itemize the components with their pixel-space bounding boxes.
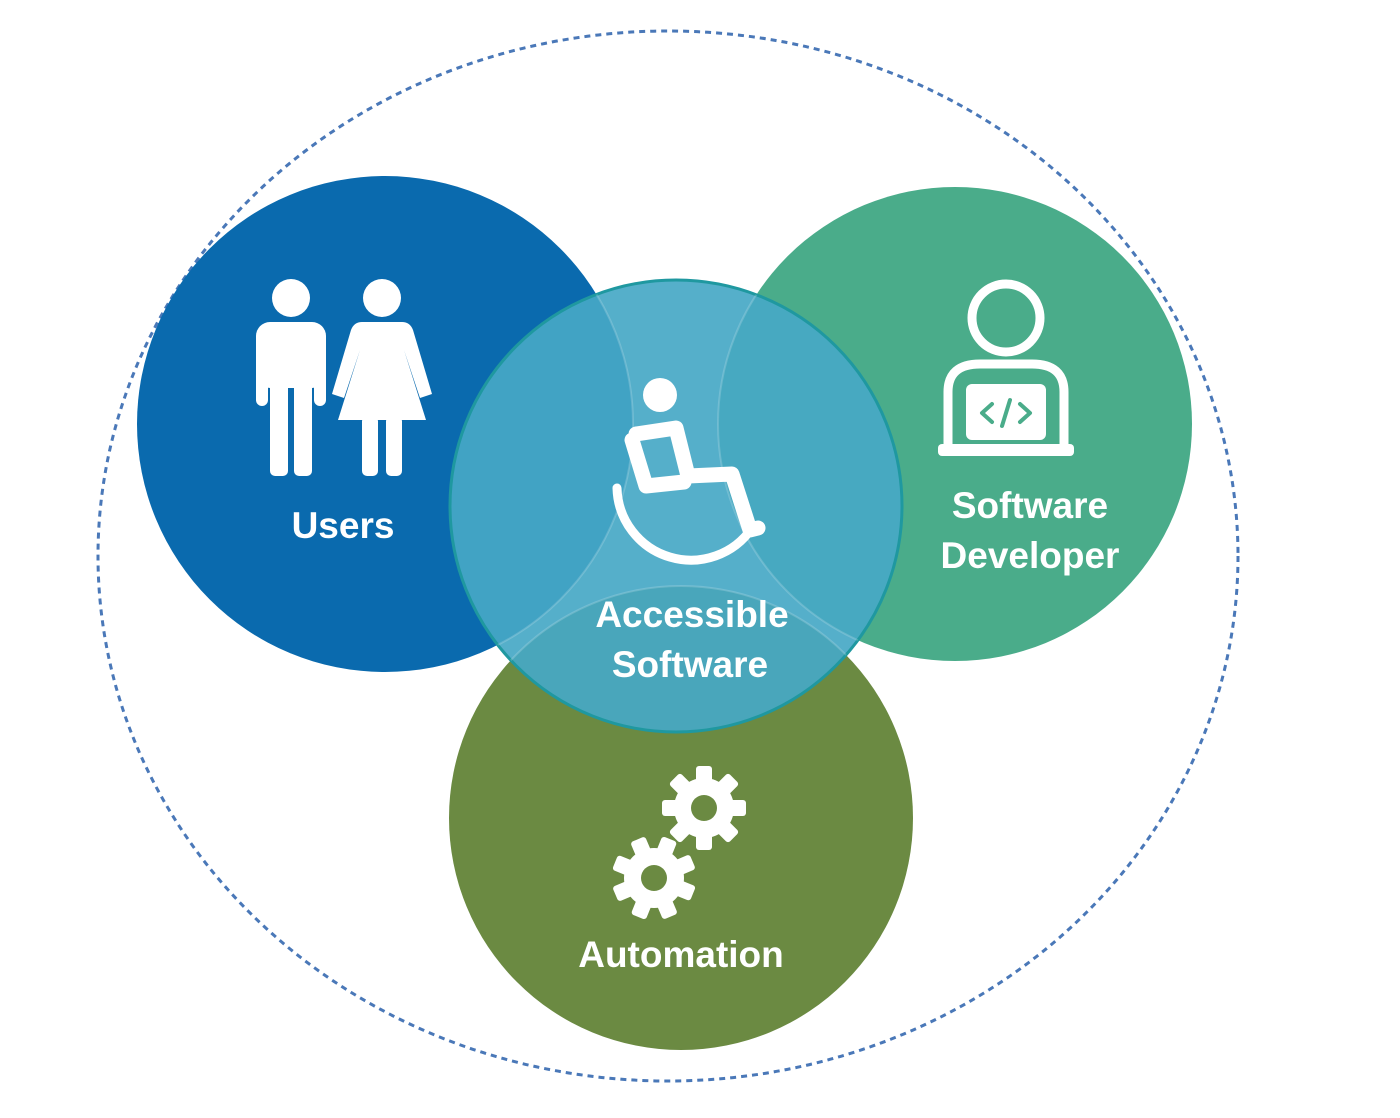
wheelchair-icon: [612, 378, 766, 565]
developer-laptop-icon: [938, 279, 1074, 456]
gears-icon: [612, 766, 746, 920]
man-woman-icon: [256, 279, 432, 476]
developer-label-line1: Software: [952, 485, 1108, 526]
automation-label: Automation: [578, 934, 784, 975]
developer-label-line2: Developer: [941, 535, 1120, 576]
accessible-label-line2: Software: [612, 644, 768, 685]
accessible-software-circle: Accessible Software: [448, 278, 904, 734]
accessible-label-line1: Accessible: [595, 594, 788, 635]
outer-boundary-ring: [96, 29, 1240, 1083]
users-label: Users: [292, 505, 395, 546]
